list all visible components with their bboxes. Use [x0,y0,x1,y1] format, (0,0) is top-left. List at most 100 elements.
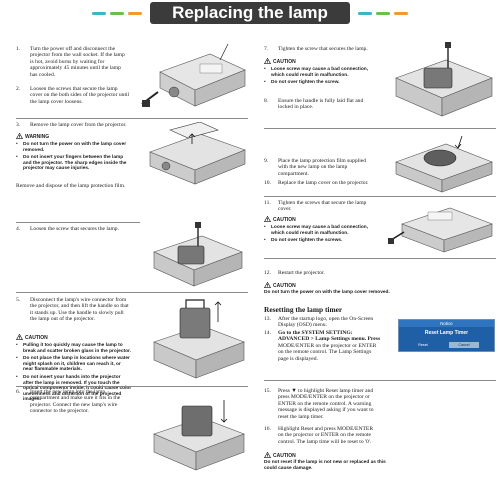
line: Loose screw may cause a bad connection, [271,67,369,72]
line: is hot, avoid burns by waiting for [30,58,105,65]
notice-message: Reset Lamp Timer [424,330,469,336]
step-13: 13. After the startup logo, open the On-… [264,316,404,332]
step-2: 2. Loosen the screws that secure the lam… [16,86,156,108]
line: Ensure the handle is fully laid flat and [278,98,364,104]
divider [264,258,496,259]
header-dash-right-3 [394,12,408,15]
warning-note: WARNING Do not turn the power on with th… [16,133,144,174]
step-3: 3. Remove the lamp cover from the projec… [16,122,146,130]
cancel-button[interactable]: Cancel [449,342,479,348]
step-text: After the startup logo, open the On-Scre… [278,316,373,329]
divider [16,118,248,119]
line: break and scatter broken glass in the pr… [23,348,131,354]
projector-illustration-unplug [140,42,250,114]
notice-buttons: Reset Cancel [409,342,489,349]
line: which could result in malfunction. [271,72,349,78]
lamp-illustration-loosen-screw [140,222,250,288]
line: Display (OSD) menu. [278,322,327,329]
step-7: 7. Tighten the screw that secures the la… [264,46,394,54]
step-number: 5. [16,297,21,303]
caution-heading: CAUTION [264,58,392,65]
step-number: 14. [264,330,271,336]
caution-title: CAUTION [273,59,296,65]
warning-icon [16,133,23,139]
line: images. [23,397,41,403]
step-text: Go to the SYSTEM SETTING: ADVANCED > Lam… [278,330,380,362]
step-11: 11. Tighten the screws that secure the l… [264,200,394,216]
step-12: 12. Restart the projector. [264,270,394,278]
line: reset the lamp timer. [278,413,324,420]
step-text: Turn the power off and disconnect the pr… [30,46,125,78]
step-text: Press ▼ to highlight Reset lamp timer an… [278,388,374,420]
line: Tighten the screws that secure the lamp [278,200,367,206]
step-text: Remove the lamp cover from the projector… [30,122,127,128]
step-text: Disconnect the lamp's wire connector fro… [30,297,129,323]
line: page is displayed. [278,355,318,362]
line: optical components inside, it could caus… [23,386,132,392]
line: Do not place the lamp in locations where… [23,356,130,362]
line: cover on the both sides of the projector… [30,92,130,99]
line: on the projector or ENTER on the remote [278,432,372,439]
line: compartment and make sure it fits in the [30,395,121,402]
reset-button[interactable]: Reset [418,343,428,347]
header-dash-right-1 [358,12,372,15]
step-number: 10. [264,180,271,186]
line: on the remote control. The Lamp Settings [278,349,372,356]
step-text: Tighten the screws that secure the lamp … [278,200,366,213]
caution-heading: CAUTION [264,282,496,289]
line: ADVANCED > Lamp Settings menu. Press [278,336,381,343]
section-heading: Resetting the lamp timer [264,305,343,314]
line: near flammable materials. [23,367,82,373]
remove-dispose-note: Remove and dispose of the lamp protectio… [16,183,126,189]
line: might splash on it, children can reach i… [23,361,121,367]
step-text: Loosen the screws that secure the lamp c… [30,86,129,105]
divider [16,386,248,387]
notice-dialog: Notice Reset Lamp Timer Reset Cancel [398,319,495,352]
line: Turn the power off and disconnect the [30,46,116,52]
warning-heading: WARNING [16,133,144,140]
caution-heading: CAUTION [264,216,392,223]
step-text: Insert the new lamp into the lamp compar… [30,389,120,415]
line: press MODE/ENTER on the projector or [278,394,370,401]
lamp-illustration-insert [140,388,250,474]
line: unevenness and distortion of the project… [23,391,122,397]
projector-illustration-remove-cover [140,122,250,186]
line: the lamp out of the projector. [30,316,95,323]
step-15: 15. Press ▼ to highlight Reset lamp time… [264,388,414,422]
step-number: 13. [264,316,271,322]
lamp-illustration-replace-cover [388,132,496,194]
line: Disconnect the lamp's wire connector fro… [30,297,127,303]
line: control. The lamp time will be reset to … [278,438,372,445]
divider [264,128,496,129]
line: Highlight Reset and press MODE/ENTER [278,426,374,432]
step-number: 8. [264,98,269,104]
line: Loosen the screws that secure the lamp [30,86,118,92]
line: Place the lamp protection film supplied [278,158,367,164]
step-number: 2. [16,86,21,92]
step-14: 14. Go to the SYSTEM SETTING: ADVANCED >… [264,330,404,370]
caution-heading: CAUTION [264,452,496,459]
caution-item: Loose screw may cause a bad connection, … [264,225,392,236]
page-title: Replacing the lamp [150,2,350,24]
step-number: 4. [16,226,21,232]
notice-title-bar: Notice [399,320,494,327]
line: the lamp cover loosens. [30,98,83,105]
line: Do not turn the power on with the lamp c… [23,142,127,147]
line: after the lamp is removed. If you touch … [23,380,120,386]
line: which could result in malfunction. [271,230,349,236]
header-dash-right-2 [376,12,390,15]
line: projector. Connect the new lamp's wire [30,401,118,408]
line: Do not over tighten the screws. [271,238,343,244]
step-text: Ensure the handle is fully laid flat and… [278,98,363,111]
line: removed. [23,147,45,153]
line: ENTER on the remote control. A warning [278,400,372,407]
caution-note: CAUTION Loose screw may cause a bad conn… [264,58,392,88]
step-16: 16. Highlight Reset and press MODE/ENTER… [264,426,414,448]
step-number: 15. [264,388,271,394]
step-5: 5. Disconnect the lamp's wire connector … [16,297,156,325]
caution-note: CAUTION Do not turn the power on with th… [264,282,496,296]
step-number: 6. [16,389,21,395]
line: After the startup logo, open the On-Scre… [278,316,374,322]
line: MODE/ENTER on the projector or ENTER [278,342,377,349]
caution-item: Do not insert your hands into the projec… [16,375,146,403]
